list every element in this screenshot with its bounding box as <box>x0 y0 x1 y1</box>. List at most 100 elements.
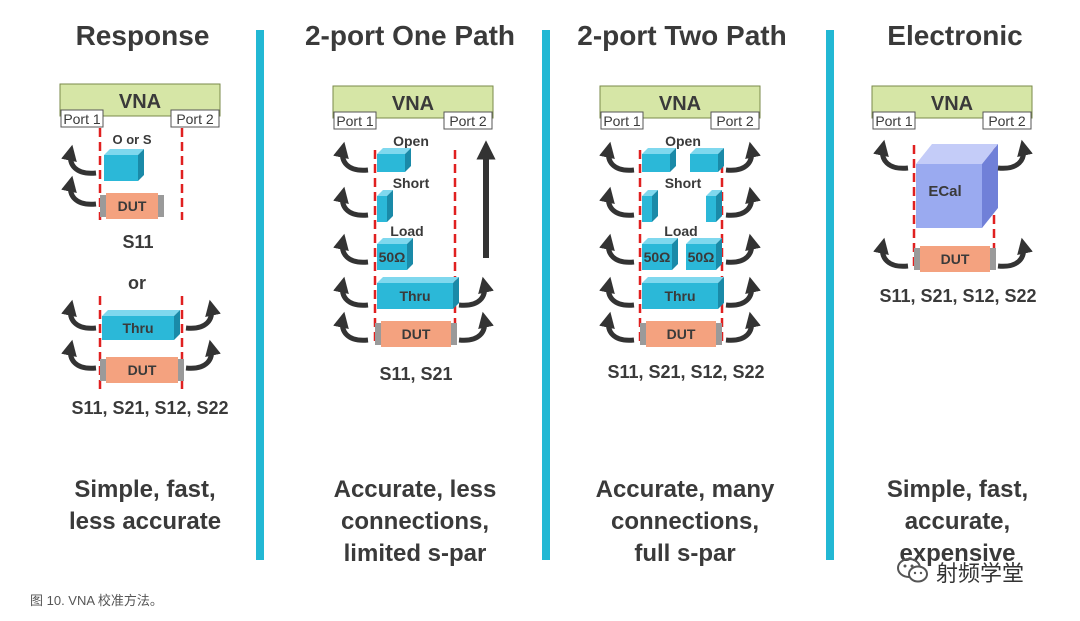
ecal-top <box>916 144 998 164</box>
column-divider <box>542 30 550 560</box>
short-standard-top <box>642 190 658 196</box>
thru-standard-label: Thru <box>664 288 695 304</box>
open-short-standard <box>104 155 138 181</box>
sparams-electronic: S11, S21, S12, S22 <box>879 286 1036 306</box>
port1-label: Port 1 <box>603 113 641 129</box>
summary-line: connections, <box>610 508 760 535</box>
short-standard-side <box>387 190 393 222</box>
summary-line: connections, <box>340 508 490 535</box>
short-standard <box>377 196 387 222</box>
open-standard <box>377 154 405 172</box>
signal-arrow <box>873 237 909 269</box>
load-standard-side <box>672 238 678 270</box>
port2-label: Port 2 <box>716 113 754 129</box>
signal-arrow <box>333 186 369 218</box>
summary-line: full s-par <box>634 540 736 567</box>
column-title-one-path: 2-port One Path <box>304 20 515 51</box>
signal-arrow <box>599 276 635 308</box>
thru-standard <box>102 316 174 340</box>
load-standard-top <box>642 238 678 244</box>
summary-response: Simple, fast, less accurate <box>40 474 250 538</box>
short-standard <box>706 196 716 222</box>
port1-box <box>872 111 916 130</box>
signal-arrow <box>725 141 761 173</box>
column-divider <box>256 30 264 560</box>
vna-label: VNA <box>931 93 973 115</box>
thru-standard <box>377 283 453 309</box>
dut-label: DUT <box>402 326 431 342</box>
load-standard-top <box>686 238 722 244</box>
thru-standard-side <box>174 310 180 340</box>
short-standard-side <box>716 190 722 222</box>
summary-line: accurate, <box>904 508 1011 535</box>
signal-arrow <box>61 339 97 371</box>
signal-arrow <box>599 233 635 265</box>
signal-arrow <box>458 311 494 343</box>
load-standard-side <box>716 238 722 270</box>
dut-block <box>106 193 158 219</box>
load-label: Load <box>664 223 697 239</box>
load-standard <box>642 244 672 270</box>
signal-arrow <box>725 233 761 265</box>
signal-arrow <box>333 311 369 343</box>
open-label: Open <box>393 133 429 149</box>
dut-block <box>646 321 716 347</box>
dut-cap <box>914 248 920 270</box>
signal-arrow <box>185 339 221 371</box>
dut-label: DUT <box>667 326 696 342</box>
column-title-two-path: 2-port Two Path <box>577 20 787 51</box>
vna-label: VNA <box>119 91 161 113</box>
port1-label: Port 1 <box>336 113 374 129</box>
open-standard-top <box>377 148 411 154</box>
summary-electronic: Simple, fast, accurate, expensive <box>850 474 1065 570</box>
dut-block <box>920 246 990 272</box>
signal-arrow <box>599 141 635 173</box>
load-standard-label: 50Ω <box>688 249 715 265</box>
port1-label: Port 1 <box>875 113 913 129</box>
signal-arrow <box>333 276 369 308</box>
port2-label: Port 2 <box>176 111 214 127</box>
thru-standard-side <box>718 277 724 309</box>
signal-arrow <box>185 299 221 331</box>
column-title-electronic: Electronic <box>887 20 1023 51</box>
dut-cap <box>100 195 106 217</box>
thru-standard-label: Thru <box>122 320 153 336</box>
summary-line: limited s-par <box>343 540 487 567</box>
signal-arrow <box>725 186 761 218</box>
vna-label: VNA <box>659 93 701 115</box>
summary-line: Simple, fast, <box>74 476 216 503</box>
short-label: Short <box>393 175 430 191</box>
wechat-icon <box>897 558 928 583</box>
signal-arrow <box>599 311 635 343</box>
dut-cap <box>640 323 646 345</box>
open-standard <box>690 154 718 172</box>
load-standard <box>377 244 407 270</box>
sparams-two-path: S11, S21, S12, S22 <box>607 362 764 382</box>
signal-arrow <box>61 144 97 176</box>
port2-box <box>982 111 1032 130</box>
port2-label: Port 2 <box>449 113 487 129</box>
dut-cap <box>158 195 164 217</box>
port2-box <box>170 109 220 128</box>
short-label: Short <box>665 175 702 191</box>
open-standard-side <box>405 148 411 172</box>
or-label: or <box>128 273 146 293</box>
open-standard <box>642 154 670 172</box>
summary-two-path: Accurate, many connections, full s-par <box>570 474 800 570</box>
port1-box <box>333 111 377 130</box>
o-or-s-label: O or S <box>112 132 151 147</box>
signal-arrow <box>599 186 635 218</box>
thru-standard-top <box>642 277 724 283</box>
dut-block <box>381 321 451 347</box>
load-standard-label: 50Ω <box>379 249 406 265</box>
dut-cap <box>451 323 457 345</box>
sparams-response-top: S11 <box>122 232 153 252</box>
dut-cap <box>178 359 184 381</box>
port2-box <box>443 111 493 130</box>
signal-arrow <box>873 139 909 171</box>
load-standard-top <box>377 238 413 244</box>
ecal-label: ECal <box>928 183 961 200</box>
sparams-response-bottom: S11, S21, S12, S22 <box>71 398 228 418</box>
vna-label: VNA <box>392 93 434 115</box>
open-label: Open <box>665 133 701 149</box>
